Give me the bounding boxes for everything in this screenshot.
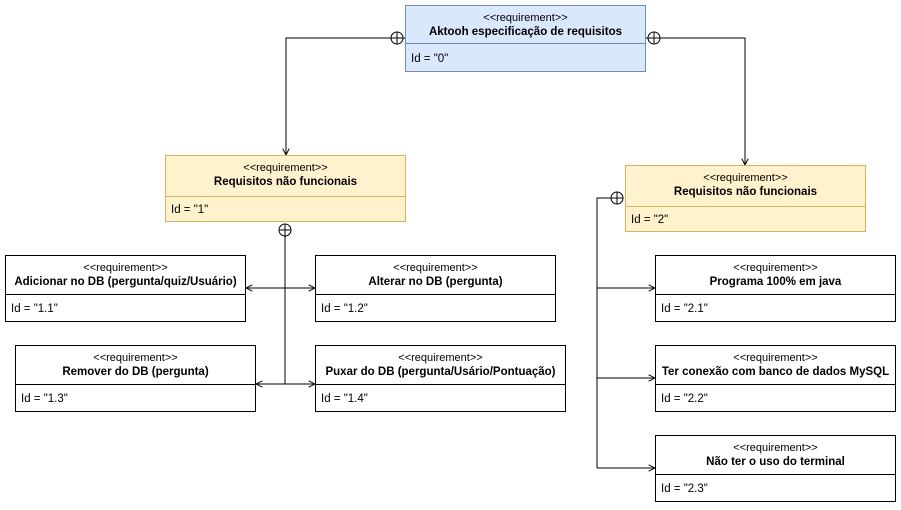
divider xyxy=(656,474,895,475)
stereotype-label: <<requirement>> xyxy=(733,352,818,364)
requirement-name: Remover do DB (pergunta) xyxy=(62,366,209,378)
requirement-id: Id = "2.2" xyxy=(661,393,708,405)
requirement-name: Alterar no DB (pergunta) xyxy=(368,276,503,288)
requirement-id: Id = "1.1" xyxy=(11,303,58,315)
requirement-name: Requisitos não funcionais xyxy=(673,186,818,198)
requirement-1-2[interactable]: <<requirement>>Alterar no DB (pergunta) … xyxy=(315,255,556,322)
divider xyxy=(406,43,645,44)
stereotype-label: <<requirement>> xyxy=(733,442,818,454)
requirement-name: Programa 100% em java xyxy=(709,276,842,288)
requirement-1-1[interactable]: <<requirement>> Adicionar no DB (pergunta… xyxy=(5,255,246,322)
divider xyxy=(16,384,255,385)
divider xyxy=(656,384,895,385)
requirement-name: Adicionar no DB (pergunta/quiz/Usuário) xyxy=(14,276,237,288)
edge-r2-trunk xyxy=(596,197,611,468)
requirement-2[interactable]: <<requirement>> Requisitos não funcionais… xyxy=(625,165,866,232)
requirement-1[interactable]: <<requirement>> Requisitos não funcionais… xyxy=(165,155,406,222)
requirement-root[interactable]: <<requirement>> Aktooh especificação de r… xyxy=(405,5,646,72)
requirement-1-4[interactable]: <<requirement>> Puxar do DB (pergunta/Usá… xyxy=(315,345,566,412)
divider xyxy=(6,294,245,295)
requirement-name: Requisitos não funcionais xyxy=(213,176,358,188)
requirement-2-3[interactable]: <<requirement>> Não ter o uso do terminal… xyxy=(655,435,896,502)
stereotype-label: <<requirement>> xyxy=(703,172,788,184)
requirement-id: Id = "2" xyxy=(631,214,669,226)
requirement-name: Puxar do DB (pergunta/Usário/Pontuação) xyxy=(325,366,556,378)
requirement-id: Id = "1.3" xyxy=(21,393,68,405)
stereotype-label: <<requirement>> xyxy=(398,352,483,364)
requirement-name: Aktooh especificação de requisitos xyxy=(428,26,622,38)
stereotype-label: <<requirement>> xyxy=(243,162,328,174)
requirement-1-3[interactable]: <<requirement>>Remover do DB (pergunta) … xyxy=(15,345,256,412)
edge-root-r2 xyxy=(646,37,745,165)
requirement-id: Id = "2.1" xyxy=(661,303,708,315)
requirement-id: Id = "1" xyxy=(171,204,209,216)
stereotype-label: <<requirement>> xyxy=(483,12,568,24)
requirement-id: Id = "2.3" xyxy=(661,483,708,495)
divider xyxy=(316,384,565,385)
requirement-2-1[interactable]: <<requirement>> Programa 100% em java Id … xyxy=(655,255,896,322)
divider xyxy=(316,294,555,295)
requirement-name: Ter conexão com banco de dados MySQL xyxy=(661,366,890,378)
requirement-2-2[interactable]: <<requirement>> Ter conexão com banco de … xyxy=(655,345,896,412)
stereotype-label: <<requirement>> xyxy=(733,262,818,274)
divider xyxy=(166,196,405,197)
stereotype-label: <<requirement>> xyxy=(83,262,168,274)
requirement-id: Id = "0" xyxy=(411,53,449,65)
stereotype-label: <<requirement>> xyxy=(393,262,478,274)
requirement-name: Não ter o uso do terminal xyxy=(706,456,845,468)
edge-root-r1 xyxy=(286,37,405,155)
requirement-id: Id = "1.4" xyxy=(321,393,368,405)
stereotype-label: <<requirement>> xyxy=(93,352,178,364)
divider xyxy=(626,206,865,207)
requirement-id: Id = "1.2" xyxy=(321,303,368,315)
divider xyxy=(656,294,895,295)
